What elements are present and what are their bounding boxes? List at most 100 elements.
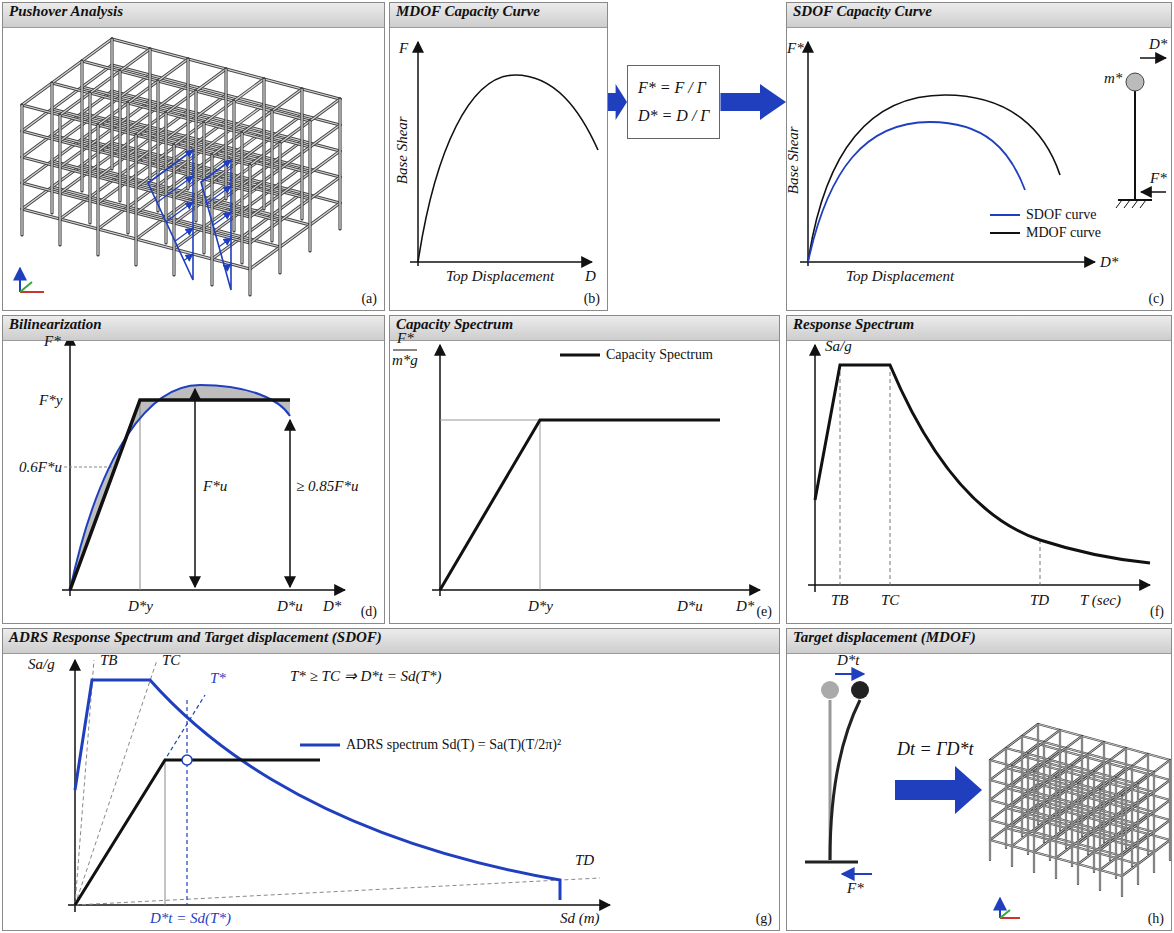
legend-item: ADRS spectrum Sd(T) = Sa(T)(T/2π)² — [300, 737, 561, 753]
frame-member-highlight — [279, 143, 280, 273]
axis-label: D*y — [128, 598, 153, 615]
frame-member-highlight — [1012, 766, 1013, 866]
formula-box: F* = F / ΓD* = D / Γ — [627, 65, 720, 139]
frame-member-highlight — [1122, 780, 1170, 816]
frame-member — [232, 101, 235, 231]
frame-member-highlight — [1078, 748, 1126, 784]
frame-member — [989, 760, 991, 860]
frame-member — [50, 83, 53, 213]
axis-label: D* — [1100, 254, 1118, 271]
axis-label: F* — [847, 880, 864, 897]
axis-label: D*u — [277, 598, 303, 615]
axis-label: Dt = ΓD*t — [897, 740, 973, 760]
axis-label: T* — [210, 670, 226, 687]
frame-member-highlight — [1056, 778, 1057, 878]
axis-label: D*y — [528, 598, 553, 615]
frame-member-highlight — [22, 39, 112, 105]
frame-member — [1043, 742, 1045, 842]
frame-member — [126, 103, 129, 233]
panel-title: Response Spectrum — [787, 316, 1171, 341]
legend-item: SDOF curve — [990, 207, 1096, 223]
frame-member-highlight — [1116, 778, 1117, 878]
frame-member — [148, 49, 151, 179]
frame-member — [22, 39, 112, 105]
frame-member-highlight — [135, 135, 136, 265]
frame-member — [248, 165, 251, 295]
frame-member-highlight — [149, 49, 150, 179]
frame-member-highlight — [1034, 772, 1035, 872]
axis-label: TC — [162, 652, 180, 669]
frame-member — [156, 81, 159, 211]
legend-line — [990, 228, 1026, 238]
frame-member — [1005, 748, 1007, 848]
axis-label: F* — [787, 40, 804, 57]
frame-member-highlight — [1082, 736, 1083, 836]
panel-title: SDOF Capacity Curve — [787, 3, 1171, 28]
response-spectrum-chart — [808, 345, 1150, 592]
frame-member — [1056, 742, 1104, 778]
frame-member — [58, 115, 61, 245]
axis-label: F — [399, 40, 408, 57]
frame-member — [1125, 748, 1127, 848]
frame-member-highlight — [1060, 730, 1061, 830]
frame-member — [1109, 760, 1111, 860]
frame-member — [1081, 736, 1083, 836]
axis-label: D* — [323, 598, 341, 615]
frame-member-highlight — [51, 83, 52, 213]
frame-member-highlight — [1122, 800, 1170, 836]
frame-member — [80, 61, 83, 191]
frame-member — [22, 65, 112, 131]
panel-tag: (d) — [361, 604, 377, 620]
frame-member — [262, 79, 265, 209]
axis-label: ≥ 0.85F*u — [296, 478, 358, 495]
legend-item: MDOF curve — [990, 225, 1101, 241]
frame-member — [1122, 800, 1170, 836]
figure-panel: Capacity Spectrum(e) — [389, 315, 780, 624]
load-profile — [148, 150, 193, 280]
axis-label: TD — [1030, 592, 1049, 609]
frame-member — [1011, 766, 1013, 866]
frame-member — [1071, 766, 1073, 866]
frame-member-highlight — [241, 133, 242, 263]
frame-member-highlight — [990, 760, 991, 860]
frame-member — [1131, 766, 1133, 866]
figure-panel: Response Spectrum(f) — [786, 315, 1172, 624]
frame-member-highlight — [1132, 766, 1133, 866]
load-arrow — [157, 176, 193, 202]
building-frame — [22, 39, 1170, 896]
frame-member-highlight — [263, 79, 264, 209]
frame-member-highlight — [97, 125, 98, 255]
axis-label: T (sec) — [1080, 592, 1121, 609]
frame-member-highlight — [1072, 766, 1073, 866]
frame-member-highlight — [1006, 748, 1007, 848]
frame-member-highlight — [203, 123, 204, 253]
frame-member — [1027, 754, 1029, 854]
frame-member — [1087, 754, 1089, 854]
frame-member — [1153, 772, 1155, 872]
frame-member-highlight — [249, 165, 250, 295]
frame-member-highlight — [233, 101, 234, 231]
axis-label: TC — [881, 592, 899, 609]
panel-title: Target displacement (MDOF) — [787, 629, 1171, 654]
frame-member-highlight — [990, 724, 1038, 760]
frame-member — [60, 49, 150, 115]
frame-member — [1137, 784, 1139, 884]
panel-tag: (a) — [361, 291, 377, 307]
panel-tag: (c) — [1148, 291, 1164, 307]
axis-label: D*t = Sd(T*) — [150, 910, 231, 927]
axis-label: F*u — [203, 478, 227, 495]
frame-member-highlight — [1122, 796, 1123, 896]
figure-panel: MDOF Capacity Curve(b) — [389, 2, 608, 311]
frame-member-highlight — [21, 105, 22, 235]
frame-member — [270, 111, 273, 241]
frame-member-highlight — [225, 69, 226, 199]
frame-member-highlight — [1148, 754, 1149, 854]
frame-member — [88, 93, 91, 223]
flow-arrow — [608, 84, 627, 120]
frame-member-highlight — [1126, 748, 1127, 848]
frame-member — [20, 105, 23, 235]
axis-label: D* — [736, 598, 754, 615]
bilinear-chart — [62, 335, 345, 596]
